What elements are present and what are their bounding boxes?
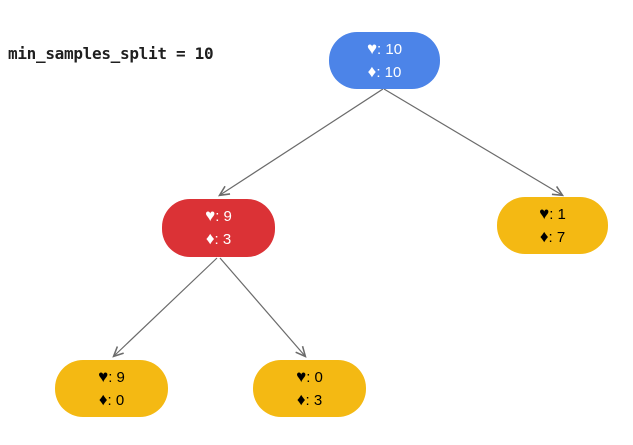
heart-count: 0 [314, 368, 323, 386]
edge-root-to-right [383, 88, 562, 195]
tree-node-left: ♥: 9 ♦: 3 [162, 199, 275, 257]
heart-icon: ♥ [205, 206, 216, 225]
edge-left-to-leftright [219, 257, 305, 356]
tree-node-left-left: ♥: 9 ♦: 0 [55, 360, 168, 417]
hearts-row: ♥: 9 [98, 366, 125, 389]
suit-separator: : [306, 368, 315, 386]
min-samples-split-label: min_samples_split = 10 [8, 44, 214, 63]
heart-count: 9 [116, 368, 125, 386]
suit-separator: : [107, 391, 116, 409]
diamond-count: 3 [222, 231, 232, 248]
suit-separator: : [376, 63, 385, 81]
suit-separator: : [108, 368, 117, 386]
diamond-icon: ♦ [539, 226, 549, 246]
diamond-count: 10 [384, 63, 402, 81]
diamond-icon: ♦ [296, 389, 306, 409]
diamond-icon: ♦ [205, 229, 215, 248]
suit-separator: : [214, 231, 223, 248]
edge-left-to-leftleft [114, 257, 218, 356]
hearts-row: ♥: 1 [539, 203, 566, 226]
heart-count: 9 [223, 208, 232, 225]
suit-separator: : [548, 228, 557, 246]
diamond-count: 7 [556, 228, 566, 246]
hearts-row: ♥: 9 [205, 205, 232, 228]
heart-count: 1 [557, 205, 566, 223]
heart-icon: ♥ [366, 38, 378, 58]
heart-icon: ♥ [98, 366, 109, 386]
hearts-row: ♥: 0 [296, 366, 323, 389]
diamonds-row: ♦: 10 [368, 61, 402, 84]
suit-separator: : [377, 40, 386, 58]
diamonds-row: ♦: 3 [297, 389, 322, 412]
diamond-icon: ♦ [98, 389, 108, 409]
suit-separator: : [549, 205, 558, 223]
diamond-count: 3 [313, 391, 323, 409]
heart-icon: ♥ [539, 203, 550, 223]
diamonds-row: ♦: 0 [99, 389, 124, 412]
tree-node-right: ♥: 1 ♦: 7 [497, 197, 608, 254]
diamond-count: 0 [115, 391, 125, 409]
suit-separator: : [305, 391, 314, 409]
tree-node-root: ♥: 10 ♦: 10 [329, 32, 440, 89]
tree-node-left-right: ♥: 0 ♦: 3 [253, 360, 366, 417]
diamonds-row: ♦: 3 [206, 228, 231, 251]
edge-root-to-left [220, 88, 384, 195]
diamonds-row: ♦: 7 [540, 226, 565, 249]
diamond-icon: ♦ [367, 61, 377, 81]
suit-separator: : [215, 208, 224, 225]
heart-icon: ♥ [296, 366, 307, 386]
hearts-row: ♥: 10 [367, 38, 402, 61]
heart-count: 10 [385, 40, 403, 58]
